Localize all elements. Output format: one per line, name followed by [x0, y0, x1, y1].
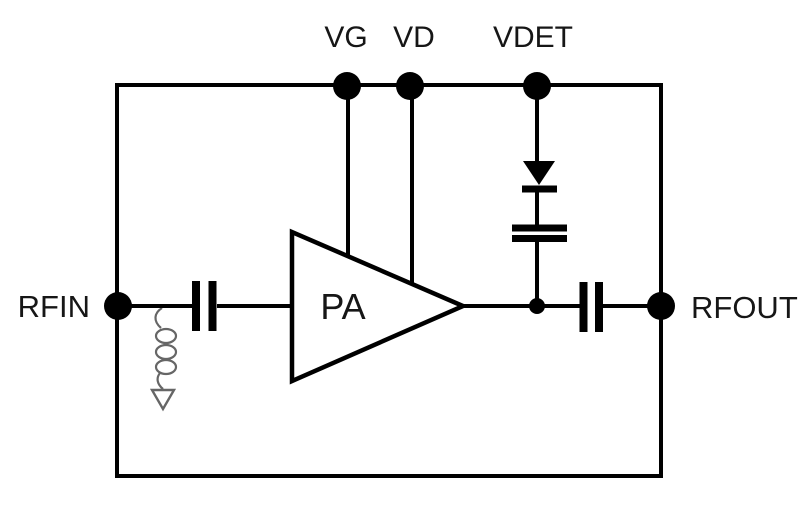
- output-junction-dot: [529, 298, 545, 314]
- rfin-terminal-node: [104, 292, 132, 320]
- shunt-inductor: [149, 307, 178, 412]
- supply-wires: [346, 86, 539, 306]
- ground-arrow-icon: [149, 388, 177, 412]
- rfout-terminal-label: RFOUT: [691, 290, 798, 325]
- diode-anode-triangle: [523, 161, 555, 185]
- inductor-lead-bottom: [156, 372, 164, 390]
- pa-amplifier-triangle: [289, 228, 469, 385]
- rfout-terminal-node: [647, 292, 675, 320]
- detector-diode: [522, 161, 557, 193]
- vdet-terminal-node: [523, 72, 551, 100]
- inductor-lead-top: [154, 307, 163, 329]
- detector-capacitor: [512, 224, 567, 242]
- output-coupling-capacitor: [579, 282, 603, 332]
- vg-terminal-label: VG: [324, 21, 367, 54]
- inductor-coil-loop: [154, 358, 178, 376]
- module-outline: [115, 83, 663, 478]
- vg-terminal-node: [333, 72, 361, 100]
- terminal-nodes: [104, 72, 675, 320]
- inductor-coil-loop: [154, 343, 178, 361]
- input-coupling-capacitor: [192, 281, 217, 331]
- vd-terminal-label: VD: [393, 21, 435, 54]
- rfin-terminal-label: RFIN: [18, 289, 90, 324]
- inductor-coil-loop: [154, 327, 178, 345]
- vdet-terminal-label: VDET: [493, 21, 573, 54]
- vd-terminal-node: [396, 72, 424, 100]
- pa-label: PA: [320, 286, 365, 327]
